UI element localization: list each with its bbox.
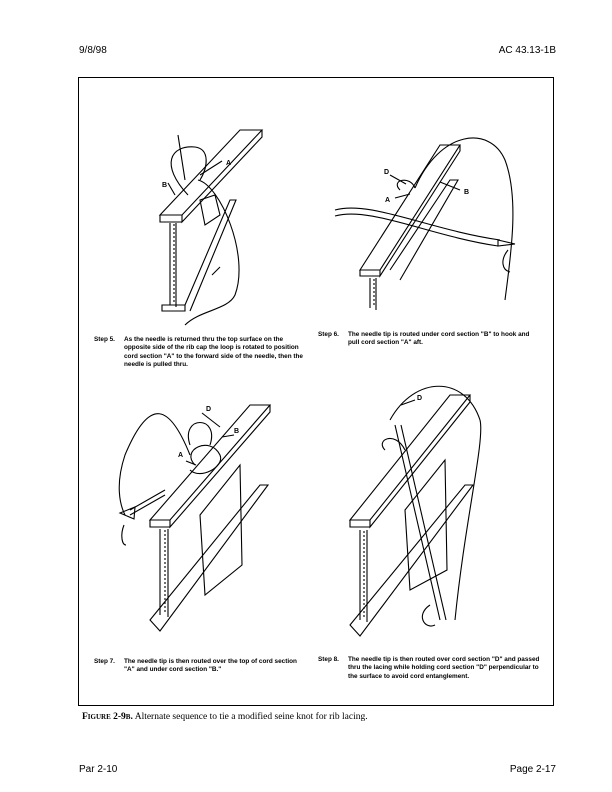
step7-text: The needle tip is then routed over the t… bbox=[124, 658, 297, 674]
step5-label: Step 5. bbox=[94, 336, 115, 343]
step8-illustration: D bbox=[335, 380, 505, 645]
figure-number: Figure 2-9b. bbox=[82, 712, 133, 722]
step7-label: Step 7. bbox=[94, 658, 115, 665]
footer-page-number: Page 2-17 bbox=[509, 764, 556, 775]
step7-callout-a: A bbox=[178, 452, 183, 459]
step5-callout-b: B bbox=[162, 182, 167, 189]
step6-callout-d: D bbox=[384, 169, 389, 176]
footer-paragraph: Par 2-10 bbox=[79, 764, 118, 775]
figure-caption-text: Alternate sequence to tie a modified sei… bbox=[134, 712, 368, 722]
step5-callout-a: A bbox=[226, 160, 231, 167]
step8-text: The needle tip is then routed over cord … bbox=[348, 656, 540, 680]
step6-illustration: D B A bbox=[330, 120, 530, 330]
figure-frame bbox=[78, 77, 554, 706]
figure-caption: Figure 2-9b. Alternate sequence to tie a… bbox=[82, 712, 368, 722]
step7-illustration: D B A bbox=[110, 395, 300, 645]
step7-callout-d: D bbox=[206, 406, 211, 413]
step8-callout-d: D bbox=[417, 395, 422, 402]
step6-label: Step 6. bbox=[318, 331, 339, 338]
header-date: 9/8/98 bbox=[79, 45, 107, 56]
step5-illustration: A B bbox=[140, 125, 310, 335]
step5-text: As the needle is returned thru the top s… bbox=[124, 336, 303, 368]
step6-callout-b: B bbox=[464, 189, 469, 196]
header-doc-id: AC 43.13-1B bbox=[498, 45, 556, 56]
step8-label: Step 8. bbox=[318, 656, 339, 663]
step6-callout-a: A bbox=[385, 197, 390, 204]
step7-callout-b: B bbox=[234, 428, 239, 435]
step6-text: The needle tip is routed under cord sect… bbox=[348, 331, 530, 347]
